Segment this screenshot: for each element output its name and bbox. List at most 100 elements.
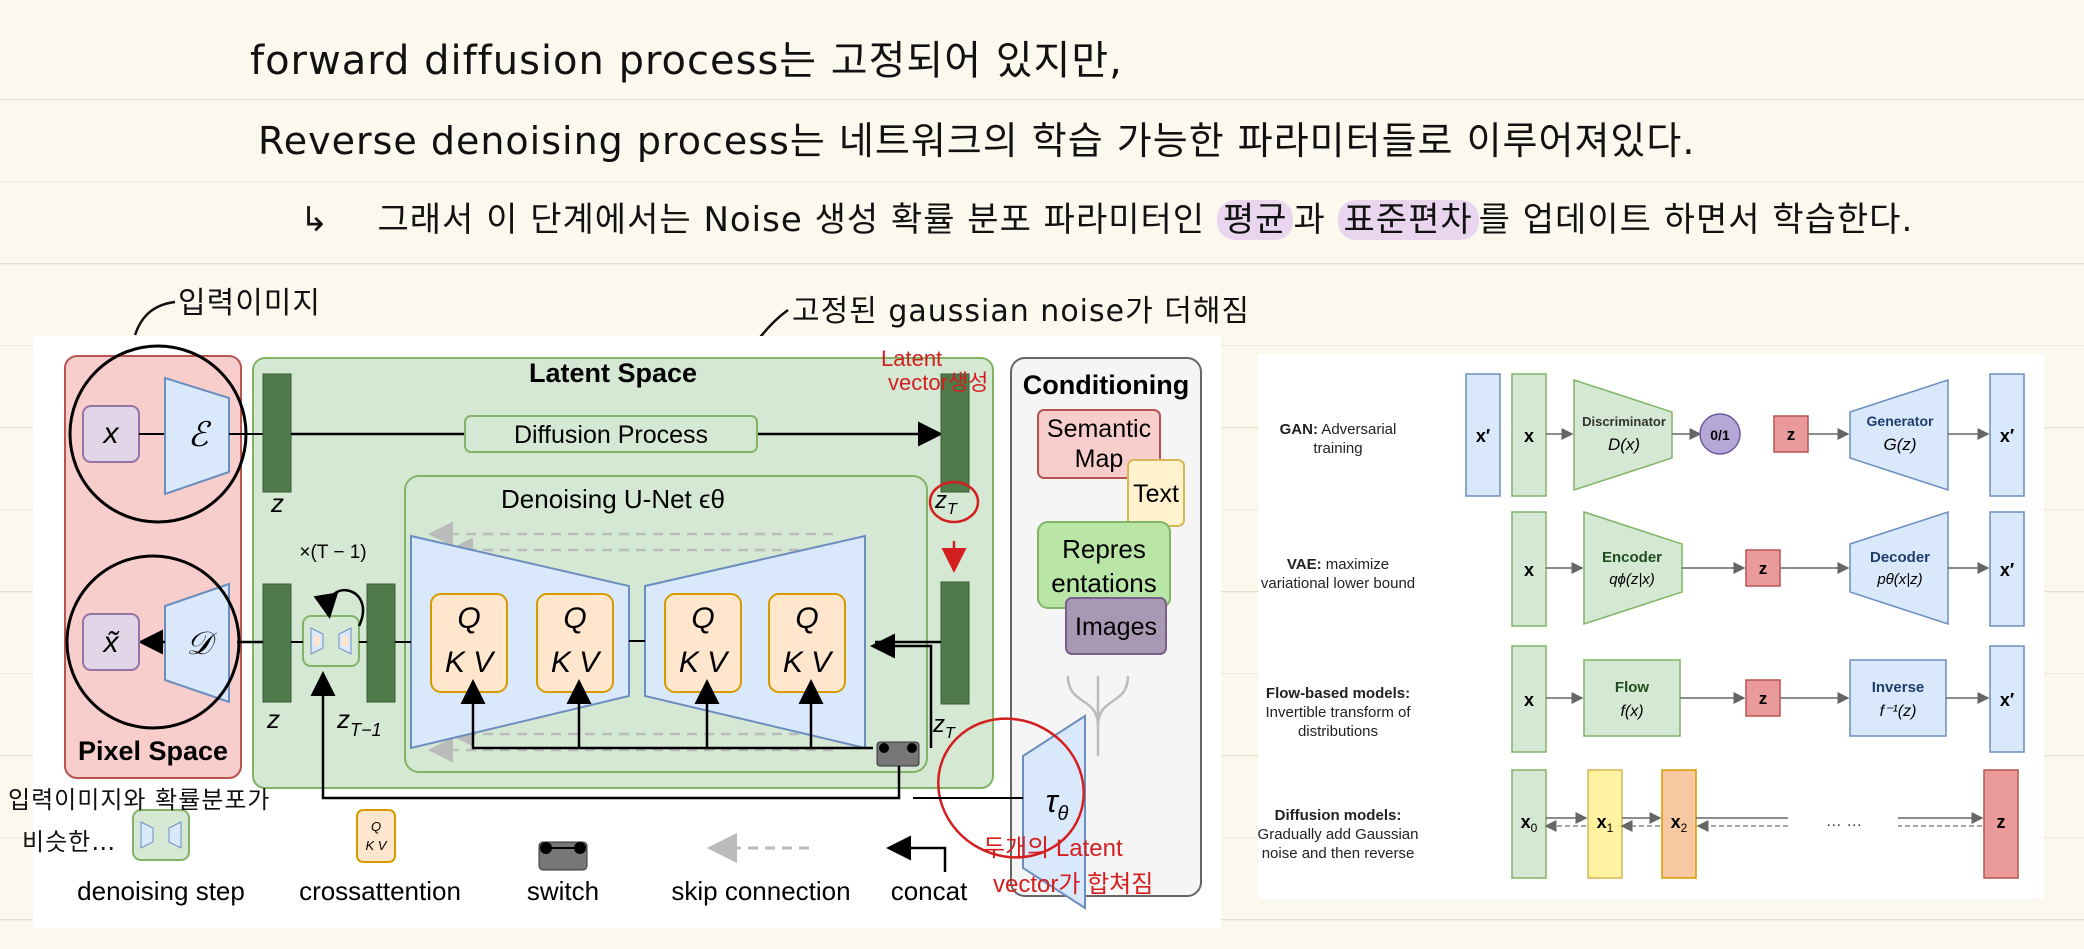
annotation-similar-1: 입력이미지와 확률분포가 [8, 786, 271, 814]
svg-text:Q: Q [457, 602, 480, 635]
svg-text:x: x [1524, 426, 1534, 446]
output-image-circle [65, 554, 241, 730]
vae-row: x Encoder qϕ(z|x) z Decoder pθ(x|z) x′ [1511, 510, 2025, 627]
highlight-mean: 평균 [1216, 200, 1294, 240]
generative-models-comparison: GAN: Adversarial training VAE: maximize … [1258, 354, 2044, 899]
zT1-latent-bar [366, 583, 396, 703]
representations-label-2: entations [1051, 568, 1157, 598]
svg-text:K V: K V [366, 838, 388, 853]
svg-text:Encoder: Encoder [1602, 549, 1662, 566]
svg-text:Q: Q [691, 602, 714, 635]
representations-label-1: Repres [1062, 534, 1146, 564]
qkv-block: Q K V [430, 593, 508, 693]
svg-text:concat: concat [891, 876, 968, 906]
diffusion-process-label: Diffusion Process [514, 421, 708, 449]
qkv-block: Q K V [664, 593, 742, 693]
svg-text:Inverse: Inverse [1872, 679, 1925, 696]
flow-desc: Flow-based models: [1266, 685, 1410, 702]
svg-text:qϕ(z|x): qϕ(z|x) [1609, 571, 1655, 588]
zT-red-circle [928, 480, 980, 524]
switch-dot [879, 743, 889, 753]
diffusion-process-box [464, 415, 758, 453]
conditioning-label: Conditioning [1023, 370, 1189, 400]
svg-text:K V: K V [783, 646, 834, 679]
vae-desc-2: variational lower bound [1261, 575, 1415, 592]
return-arrow-icon: ↳ [300, 200, 330, 240]
semantic-map-label-1: Semantic [1047, 415, 1151, 443]
svg-text:Generator: Generator [1867, 413, 1934, 429]
repeat-loop-arrow [313, 588, 365, 627]
svg-text:K V: K V [551, 646, 602, 679]
tau-encoder-trapezoid [1022, 714, 1086, 910]
tau-red-circle [937, 717, 1085, 859]
svg-text:Q: Q [795, 602, 818, 635]
legend-skip-connection: skip connection [671, 833, 851, 906]
svg-text:f⁻¹(z): f⁻¹(z) [1880, 703, 1917, 720]
diffusion-desc-2: Gradually add Gaussian [1258, 826, 1418, 843]
svg-text:Q: Q [563, 602, 586, 635]
svg-text:denoising step: denoising step [77, 876, 245, 906]
flow-desc-3: distributions [1298, 723, 1378, 740]
conditioning-merge-lines [1066, 675, 1130, 756]
svg-text:pθ(x|z): pθ(x|z) [1876, 571, 1922, 588]
images-label: Images [1075, 613, 1157, 641]
z-label-bottom: z [266, 704, 280, 734]
highlight-std: 표준편차 [1337, 200, 1479, 240]
semantic-map-label-2: Map [1075, 445, 1124, 473]
svg-text:x′: x′ [1476, 426, 1490, 446]
x-input-label: x [102, 417, 120, 450]
note-line-3-part-a: 그래서 이 단계에서는 Noise 생성 확률 분포 파라미터인 [377, 200, 1217, 240]
unet-label: Denoising U-Net ϵθ [501, 484, 725, 514]
flow-desc-2: Invertible transform of [1265, 704, 1411, 721]
note-line-1: forward diffusion process는 고정되어 있지만, [250, 38, 1123, 84]
legend-concat: concat [886, 835, 968, 906]
decoder-trapezoid [164, 582, 230, 704]
x-tilde-label: x̃ [102, 626, 120, 659]
svg-text:K V: K V [445, 646, 496, 679]
images-box [1065, 597, 1167, 655]
svg-text:x: x [1524, 690, 1534, 710]
svg-text:f(x): f(x) [1620, 703, 1643, 720]
latent-annotation-1: Latent [881, 346, 942, 371]
diffusion-desc-3: noise and then reverse [1262, 845, 1415, 862]
two-latent-annotation-1: 두개의 Latent [983, 835, 1123, 862]
svg-text:x: x [1524, 560, 1534, 580]
latent-annotation-2: vector생성 [888, 370, 988, 395]
denoise-step-core [342, 636, 348, 646]
qkv-block: Q K V [768, 593, 846, 693]
svg-text:crossattention: crossattention [299, 876, 461, 906]
svg-text:Discriminator: Discriminator [1582, 414, 1666, 429]
svg-text:z: z [1759, 689, 1768, 708]
gan-desc: GAN: Adversarial [1280, 421, 1397, 438]
conditioning-loop-line [310, 671, 901, 800]
svg-text:skip connection: skip connection [671, 876, 850, 906]
svg-text:Flow: Flow [1615, 679, 1649, 696]
encoder-trapezoid [164, 376, 230, 496]
svg-text:z: z [1787, 425, 1796, 444]
legend-denoising-step: denoising step [77, 809, 245, 906]
z-label-top: z [270, 488, 284, 518]
diffusion-row: x0 x1 x2 … … z [1511, 769, 2019, 879]
note-line-2: Reverse denoising process는 네트워크의 학습 가능한 … [258, 119, 1696, 163]
svg-text:Decoder: Decoder [1870, 549, 1930, 566]
svg-text:x′: x′ [2000, 560, 2014, 580]
x-tilde-box [82, 613, 140, 671]
gan-row: x′ x Discriminator D(x) 0/1 z Generator … [1465, 373, 2025, 497]
svg-text:K V: K V [679, 646, 730, 679]
diffusion-desc: Diffusion models: [1275, 807, 1402, 824]
annotation-input-image: 입력이미지 [178, 286, 321, 321]
skip-connections [428, 521, 833, 763]
z-latent-bar [262, 373, 292, 493]
svg-text:D(x): D(x) [1608, 435, 1640, 454]
flow-row: x Flow f(x) z Inverse f⁻¹(z) x′ [1511, 645, 2025, 753]
z-latent-bar-bottom [262, 583, 292, 703]
svg-text:… …: … … [1826, 813, 1862, 830]
annotation-fixed-noise: 고정된 gaussian noise가 더해짐 [792, 294, 1251, 329]
svg-text:x′: x′ [2000, 426, 2014, 446]
repeat-count-label: ×(T − 1) [299, 542, 366, 563]
two-latent-annotation-2: vector가 합쳐짐 [993, 871, 1153, 898]
svg-text:x′: x′ [2000, 690, 2014, 710]
latent-space-label: Latent Space [529, 358, 697, 388]
conditioning-lines [460, 633, 933, 750]
